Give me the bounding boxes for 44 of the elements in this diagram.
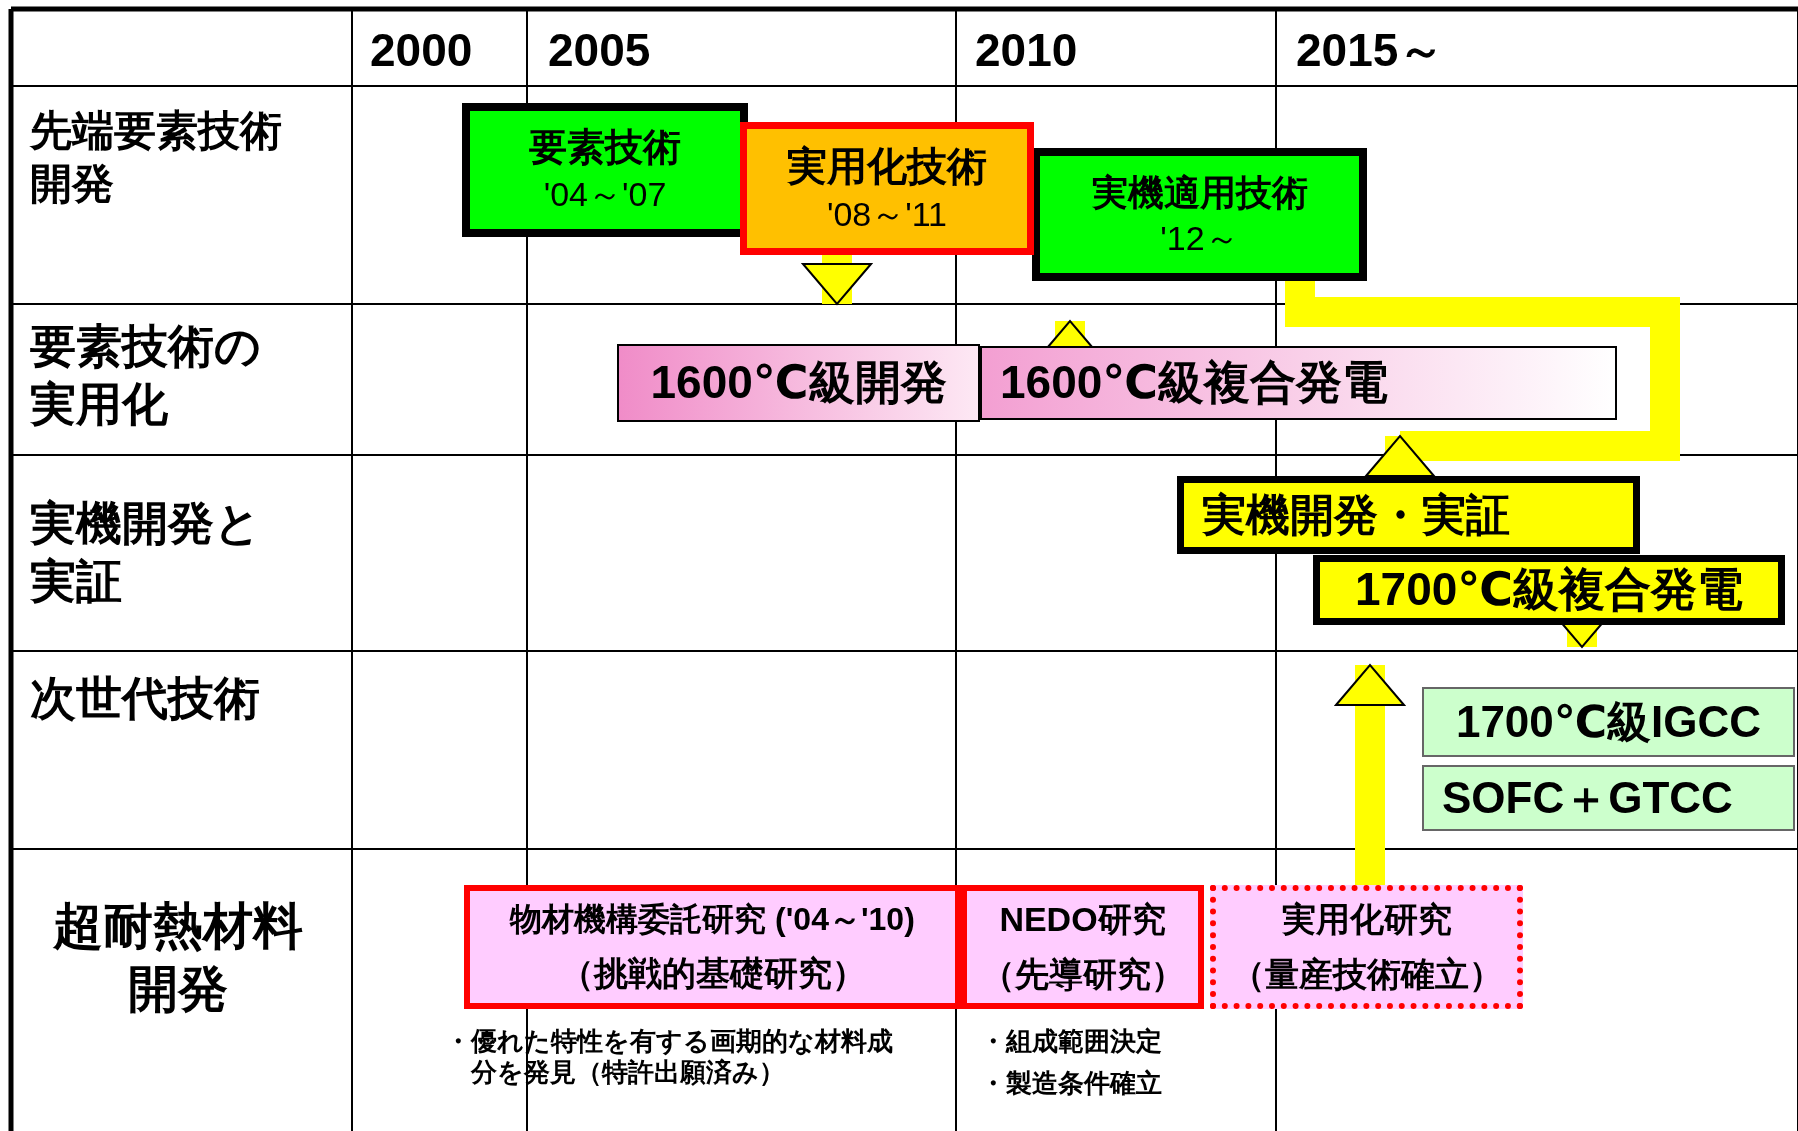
box-subtitle: （挑戦的基礎研究） xyxy=(559,952,866,994)
box-title: SOFC＋GTCC xyxy=(1442,771,1733,824)
timeline-box xyxy=(740,122,1034,255)
year-header: 2015～ xyxy=(1296,23,1445,78)
timeline-box xyxy=(1032,148,1367,281)
box-subtitle: （量産技術確立） xyxy=(1230,954,1503,995)
timeline-box xyxy=(617,344,980,422)
box-title: 実用化研究 xyxy=(1281,899,1452,940)
box-title: 1600℃級複合発電 xyxy=(1000,355,1389,411)
year-header: 2010 xyxy=(975,23,1078,78)
timeline-box xyxy=(462,103,748,237)
row-header: 要素技術の実用化 xyxy=(30,319,262,432)
timeline-box xyxy=(1313,555,1785,625)
row-header: 超耐熱材料開発 xyxy=(51,897,304,1019)
timeline-box xyxy=(1177,476,1640,554)
timeline-box xyxy=(1422,687,1795,757)
box-title: 1600℃級開発 xyxy=(650,355,947,411)
timeline-box xyxy=(961,885,1204,1009)
note-text: ・製造条件確立 xyxy=(980,1068,1163,1100)
box-title: 実機開発・実証 xyxy=(1202,488,1510,541)
box-title: 1700℃級複合発電 xyxy=(1354,562,1743,618)
block-arrow xyxy=(1285,281,1680,477)
box-title: 1700℃級IGCC xyxy=(1455,695,1762,748)
period-label: '12～ xyxy=(1160,217,1239,259)
row-header: 実機開発と実証 xyxy=(30,496,262,609)
block-arrow xyxy=(1335,664,1405,885)
timeline-box xyxy=(980,346,1617,420)
block-arrow xyxy=(802,255,872,305)
note-text: ・組成範囲決定 xyxy=(980,1026,1163,1058)
timeline-box xyxy=(1210,885,1523,1009)
box-title: NEDO研究 xyxy=(999,899,1166,940)
year-header: 2000 xyxy=(370,23,473,78)
row-header: 先端要素技術開発 xyxy=(30,106,283,209)
box-title: 実機適用技術 xyxy=(1091,170,1308,214)
timeline-box xyxy=(1422,765,1795,831)
box-title: 実用化技術 xyxy=(787,143,987,191)
box-subtitle: （先導研究） xyxy=(980,954,1185,995)
period-label: '08～'11 xyxy=(826,194,948,235)
row-header: 次世代技術 xyxy=(30,671,261,726)
box-title: 要素技術 xyxy=(529,124,681,170)
period-label: '04～'07 xyxy=(543,174,667,216)
timeline-box xyxy=(464,885,961,1009)
box-title: 物材機構委託研究 ('04～'10) xyxy=(510,900,915,939)
year-header: 2005 xyxy=(548,23,651,78)
